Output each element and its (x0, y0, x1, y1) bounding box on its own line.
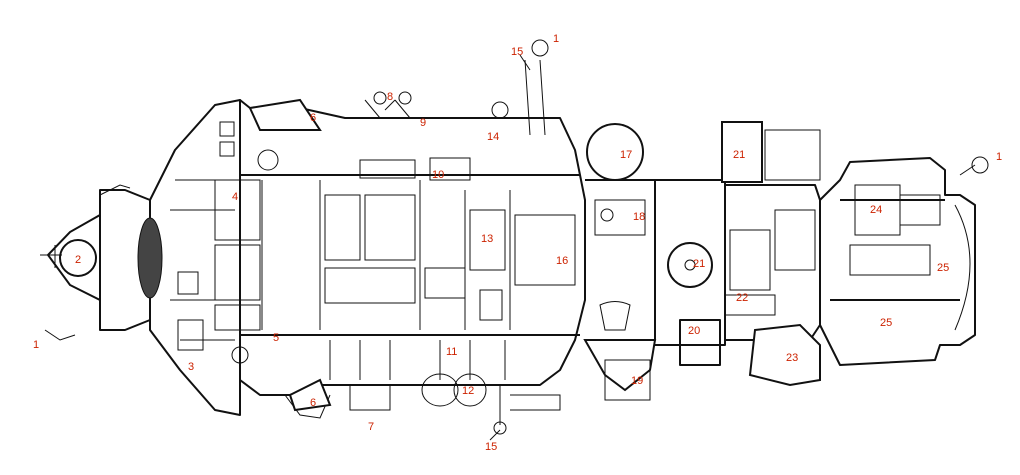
callout-17: 17 (620, 149, 633, 161)
module-section (655, 121, 821, 387)
callout-15-top: 15 (511, 46, 524, 58)
forward-compartment (137, 99, 279, 416)
callout-10: 10 (432, 169, 445, 181)
callout-25-bottom: 25 (880, 317, 893, 329)
callout-2: 2 (75, 254, 82, 266)
callout-7: 7 (368, 421, 375, 433)
callout-13: 13 (481, 233, 494, 245)
callout-12: 12 (462, 385, 475, 397)
callout-6-bottom: 6 (310, 397, 317, 409)
callout-22: 22 (736, 292, 749, 304)
callout-23: 23 (786, 352, 799, 364)
callout-19: 19 (631, 375, 644, 387)
leader-lines (384, 54, 531, 441)
base-block (214, 99, 586, 435)
callout-18: 18 (633, 211, 646, 223)
callout-5: 5 (273, 332, 280, 344)
callout-25-right: 25 (937, 262, 950, 274)
aft-module (819, 156, 989, 366)
top-equipment (248, 39, 549, 412)
callout-11: 11 (446, 346, 458, 358)
callout-1-right: 1 (996, 151, 1003, 163)
callout-16: 16 (556, 255, 569, 267)
callout-3: 3 (188, 361, 195, 373)
callout-1-left: 1 (33, 339, 40, 351)
transfer-node (583, 123, 657, 401)
callout-1-top: 1 (553, 33, 560, 45)
callout-9: 9 (420, 117, 427, 129)
callout-20: 20 (688, 325, 701, 337)
callout-24: 24 (870, 204, 883, 216)
callout-8: 8 (387, 91, 394, 103)
callout-4: 4 (232, 191, 239, 203)
callout-15-bottom: 15 (485, 441, 498, 453)
callout-6-top: 6 (310, 112, 317, 124)
callout-21-top: 21 (733, 149, 746, 161)
callout-21-mid: 21 (693, 258, 706, 270)
callout-14: 14 (487, 131, 500, 143)
forward-docking-port (40, 184, 151, 341)
